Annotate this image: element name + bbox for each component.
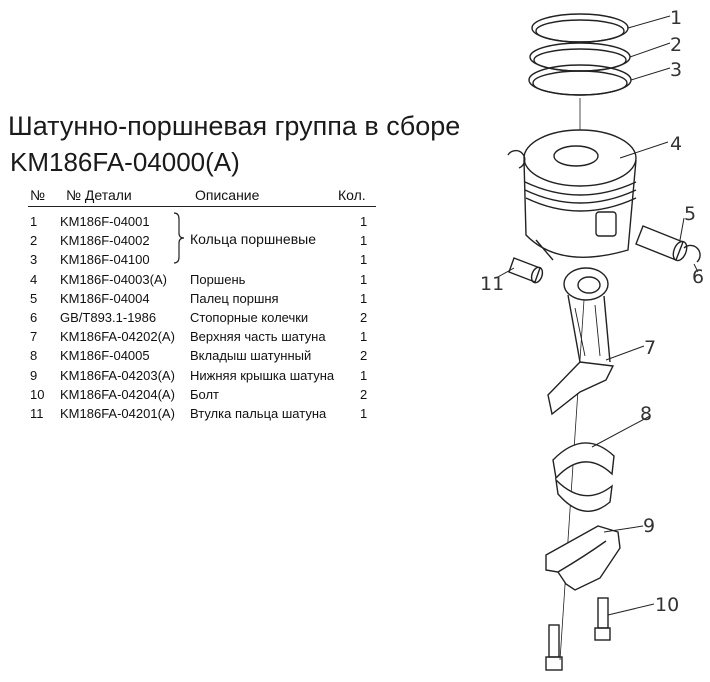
row-part-number: KM186F-04100 (60, 252, 150, 268)
row-part-number: KM186F-04003(A) (60, 271, 167, 287)
callout-8: 8 (640, 403, 652, 425)
bearing-shells (552, 442, 615, 512)
row-quantity: 2 (360, 348, 368, 364)
circlip-left (507, 149, 526, 169)
row-quantity: 1 (360, 367, 368, 383)
row-part-number: KM186F-04004 (60, 290, 150, 306)
piston-pin (635, 225, 688, 262)
piston-rings-description: Кольца поршневые (190, 231, 316, 247)
row-number: 7 (30, 329, 38, 345)
row-number: 10 (30, 386, 45, 402)
row-number: 9 (30, 367, 38, 383)
callout-9: 9 (643, 515, 655, 537)
row-quantity: 1 (360, 329, 368, 345)
table-header: № № Детали Описание Кол. (28, 184, 376, 207)
row-number: 4 (30, 271, 38, 287)
callout-10: 10 (655, 594, 679, 616)
row-description: Болт (190, 386, 220, 402)
assembly-code: KM186FA-04000(A) (10, 147, 240, 177)
row-quantity: 1 (360, 233, 368, 249)
table-row: 11 KM186FA-04201(A) Втулка пальца шатуна 1 (28, 405, 376, 424)
row-description: Поршень (190, 271, 246, 287)
row-description: Вкладыш шатунный (190, 348, 312, 364)
row-number: 5 (30, 290, 38, 306)
row-quantity: 1 (360, 252, 368, 268)
row-quantity: 2 (360, 386, 368, 402)
row-number: 8 (30, 348, 38, 364)
row-description: Стопорные колечки (190, 309, 309, 325)
row-part-number: GB/T893.1-1986 (60, 309, 157, 325)
row-part-number: KM186F-04002 (60, 233, 150, 249)
bolt-left (545, 624, 563, 671)
row-description: Нижняя крышка шатуна (190, 367, 335, 383)
page-title: Шатунно-поршневая группа в сборе (8, 111, 461, 141)
piston (523, 129, 637, 261)
small-end-bush (508, 257, 544, 284)
row-part-number: KM186FA-04203(A) (60, 367, 175, 383)
table-row: 1 KM186F-04001 1 (28, 213, 376, 232)
row-description: Верхняя часть шатуна (190, 329, 326, 345)
table-row: 4 KM186F-04003(A) Поршень 1 (28, 271, 376, 290)
callout-labels: 1 2 3 4 5 6 7 8 9 10 11 (480, 7, 704, 616)
callout-6: 6 (692, 266, 704, 288)
table-row: 9 KM186FA-04203(A) Нижняя крышка шатуна 1 (28, 367, 376, 386)
row-number: 3 (30, 252, 38, 268)
connecting-rod-cap (545, 525, 621, 591)
callout-11: 11 (480, 273, 504, 295)
piston-ring-3 (528, 64, 632, 96)
row-number: 11 (30, 405, 44, 421)
table-row: 5 KM186F-04004 Палец поршня 1 (28, 290, 376, 309)
table-row: 10 KM186FA-04204(A) Болт 2 (28, 386, 376, 405)
row-number: 1 (30, 214, 38, 229)
row-part-number: KM186FA-04201(A) (60, 405, 175, 421)
callout-3: 3 (670, 59, 682, 81)
table-row: 6 GB/T893.1-1986 Стопорные колечки 2 (28, 309, 376, 328)
group-brace (173, 212, 185, 264)
table-row: 8 KM186F-04005 Вкладыш шатунный 2 (28, 347, 376, 366)
row-quantity: 1 (360, 405, 368, 421)
piston-ring-1 (531, 13, 629, 43)
header-quantity: Кол. (338, 187, 366, 203)
row-quantity: 1 (360, 271, 368, 287)
connecting-rod-upper (547, 267, 615, 416)
callout-2: 2 (670, 34, 682, 56)
callout-4: 4 (670, 133, 682, 155)
header-number: № (30, 187, 46, 203)
row-part-number: KM186FA-04204(A) (60, 386, 175, 402)
callout-7: 7 (644, 337, 656, 359)
row-number: 6 (30, 309, 38, 325)
table-row: 7 KM186FA-04202(A) Верхняя часть шатуна 1 (28, 328, 376, 347)
row-number: 2 (30, 233, 38, 249)
row-part-number: KM186FA-04202(A) (60, 329, 175, 345)
row-description: Втулка пальца шатуна (190, 405, 327, 421)
row-description: Палец поршня (190, 290, 279, 306)
table-row: 2 KM186F-04002 1 (28, 232, 376, 251)
table-row: 3 KM186F-04100 1 (28, 251, 376, 270)
header-part-number: № Детали (66, 187, 132, 203)
row-quantity: 1 (360, 290, 368, 306)
row-part-number: KM186F-04005 (60, 348, 150, 364)
row-quantity: 1 (360, 214, 368, 229)
bolt-right (594, 597, 611, 641)
row-part-number: KM186F-04001 (60, 214, 150, 229)
callout-1: 1 (670, 7, 682, 29)
header-description: Описание (195, 187, 260, 203)
row-quantity: 2 (360, 309, 368, 325)
piston-ring-2 (529, 42, 631, 72)
callout-5: 5 (684, 203, 696, 225)
